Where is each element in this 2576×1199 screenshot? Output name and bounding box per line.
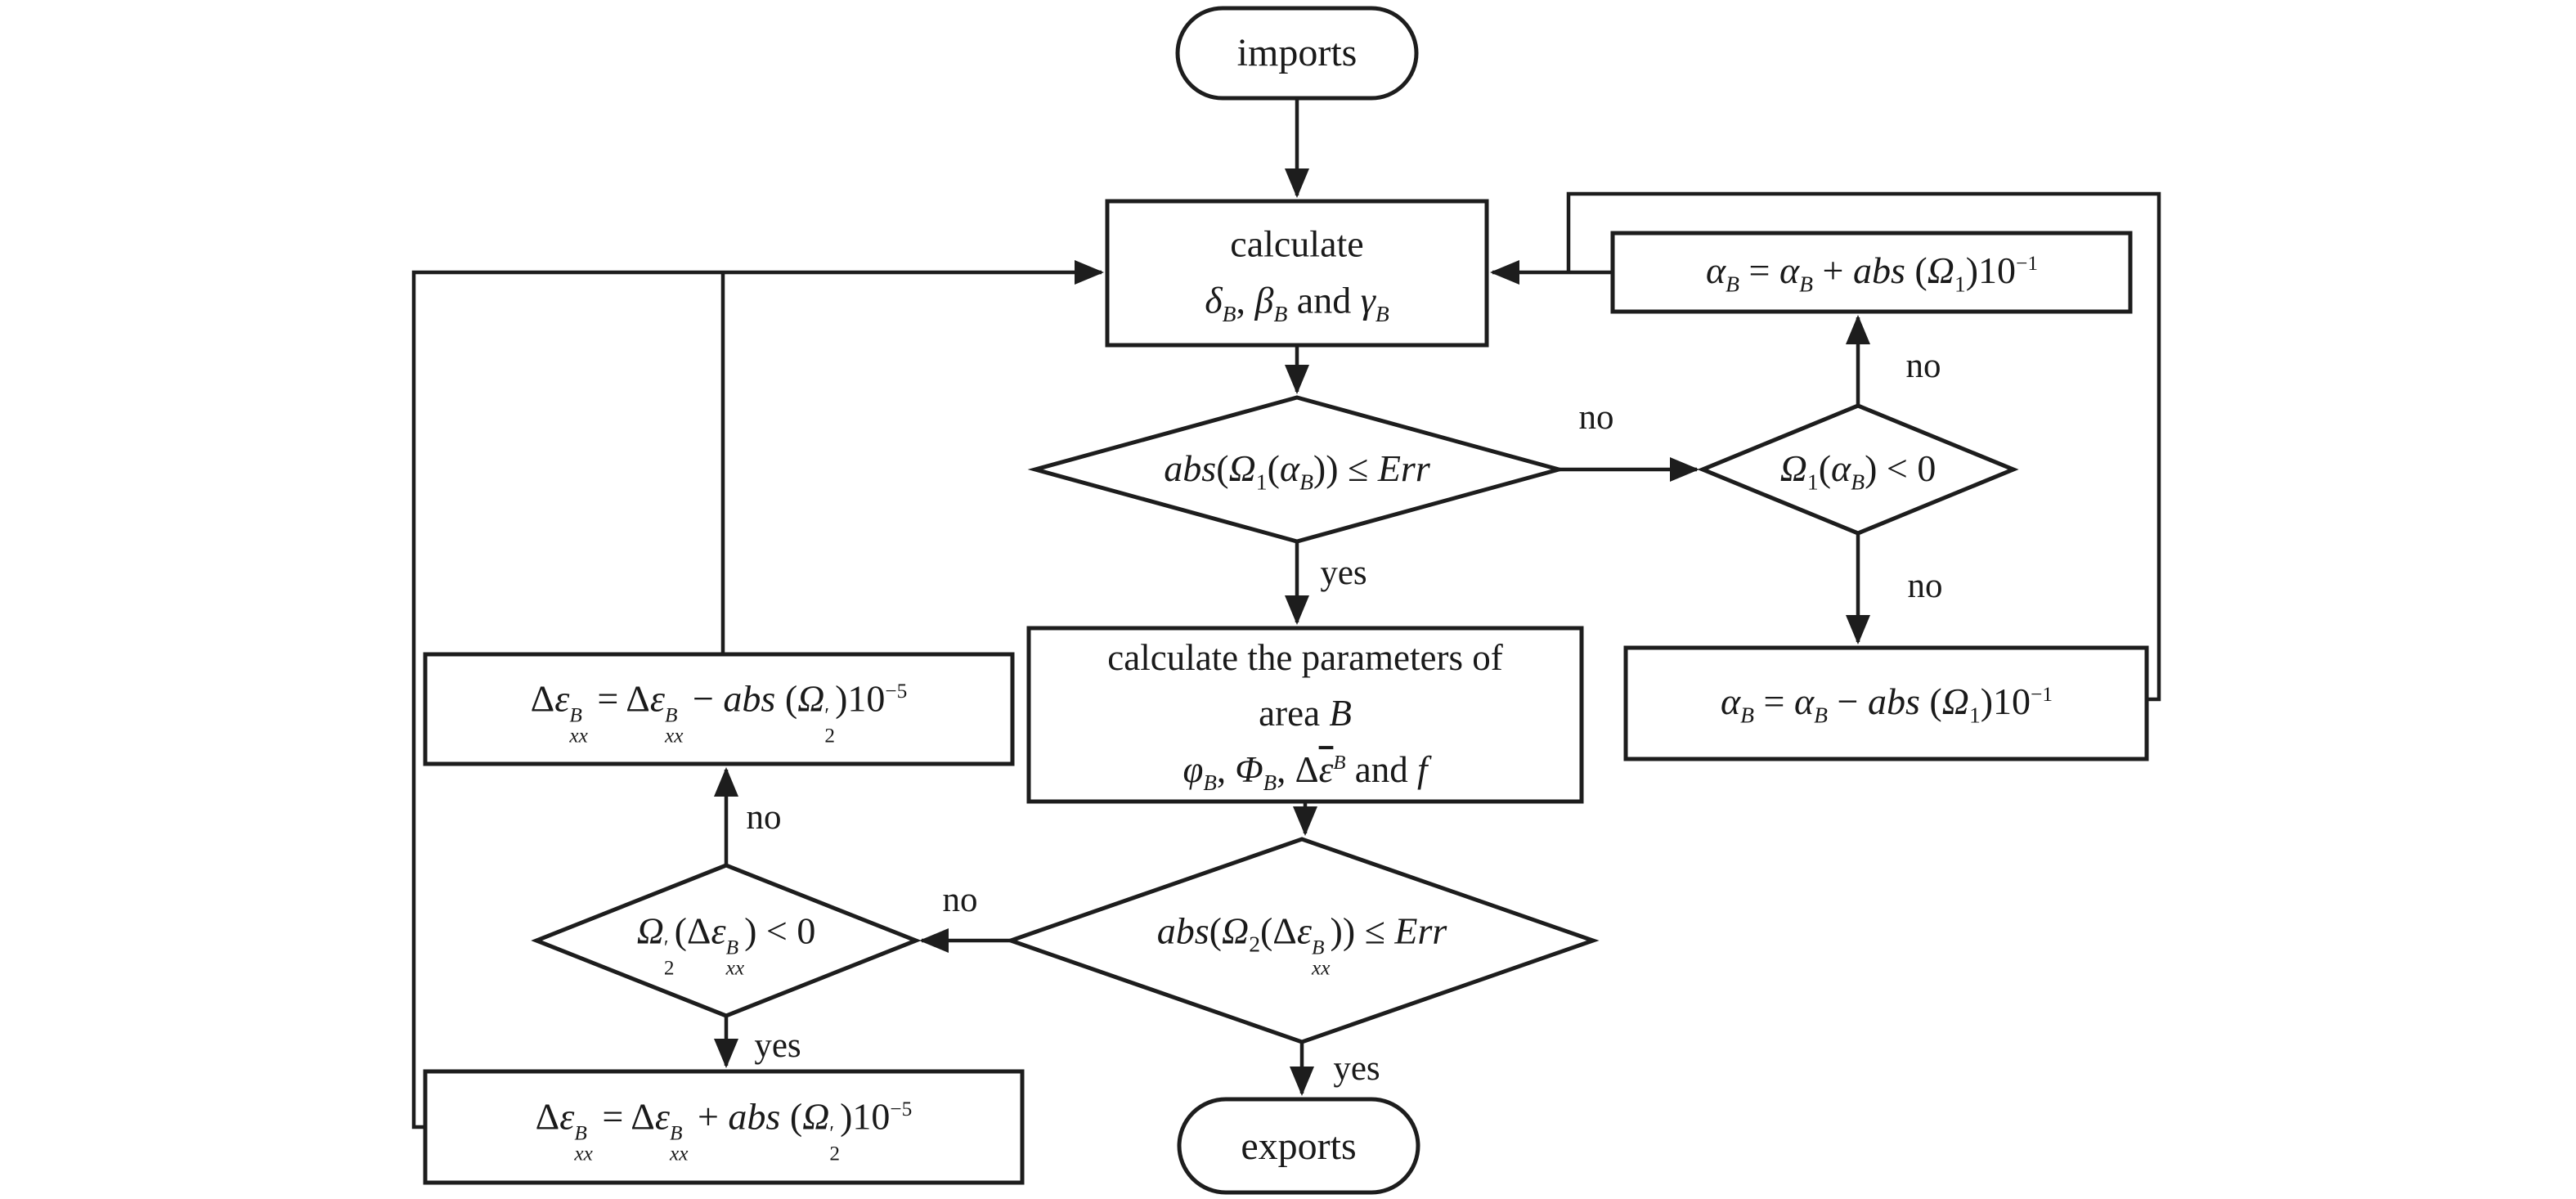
alpha-plus-label: αB = αB + abs (Ω1)10−1 bbox=[1706, 249, 2038, 297]
check1-diamond-label: abs(Ω1(αB)) ≤ Err bbox=[1164, 447, 1430, 495]
check2-diamond-shape bbox=[1697, 403, 2019, 536]
imports-node-label: imports bbox=[1236, 31, 1358, 74]
check4-diamond-shape bbox=[531, 863, 922, 1018]
check3-diamond-shape bbox=[1004, 837, 1600, 1044]
edge-depsplus-loop bbox=[411, 260, 1104, 1129]
check4-no-label: no bbox=[746, 797, 782, 837]
calc-angles-line2: δB, βB and γB bbox=[1205, 279, 1389, 326]
imports-node-shape bbox=[1175, 6, 1419, 101]
deps-minus-shape bbox=[423, 652, 1015, 766]
check1-no-label: no bbox=[1578, 397, 1614, 437]
check1-diamond-shape bbox=[1027, 395, 1567, 544]
calc-params-line3: φB, ΦB, ΔεB and f bbox=[1183, 748, 1428, 795]
alpha-minus-shape bbox=[1623, 645, 2149, 761]
check4-yes-label: yes bbox=[754, 1026, 801, 1065]
alpha-plus-shape bbox=[1610, 231, 2133, 314]
check2-down-no-label: no bbox=[1907, 566, 1943, 605]
check3-no-label: no bbox=[942, 880, 978, 919]
edge-alphaminus-loop bbox=[1566, 191, 2161, 702]
check2-diamond-label: Ω1(αB) < 0 bbox=[1779, 447, 1936, 495]
alpha-minus-label: αB = αB − abs (Ω1)10−1 bbox=[1721, 680, 2053, 728]
exports-node-label: exports bbox=[1241, 1125, 1357, 1168]
calc-angles-line1: calculate bbox=[1230, 222, 1364, 265]
check1-yes-label: yes bbox=[1320, 553, 1367, 592]
deps-plus-shape bbox=[423, 1069, 1025, 1185]
check3-yes-label: yes bbox=[1333, 1049, 1380, 1088]
calc-params-label: calculate the parameters of area B φB, Φ… bbox=[1107, 630, 1502, 800]
check2-up-no-label: no bbox=[1905, 346, 1941, 385]
exports-node-shape bbox=[1177, 1097, 1420, 1195]
calc-angles-shape bbox=[1105, 199, 1489, 348]
calc-params-line1: calculate the parameters of bbox=[1107, 637, 1503, 679]
calc-params-shape bbox=[1026, 626, 1584, 804]
calc-angles-label: calculate δB, βB and γB bbox=[1205, 216, 1389, 331]
calc-params-line2: area B bbox=[1259, 693, 1352, 734]
